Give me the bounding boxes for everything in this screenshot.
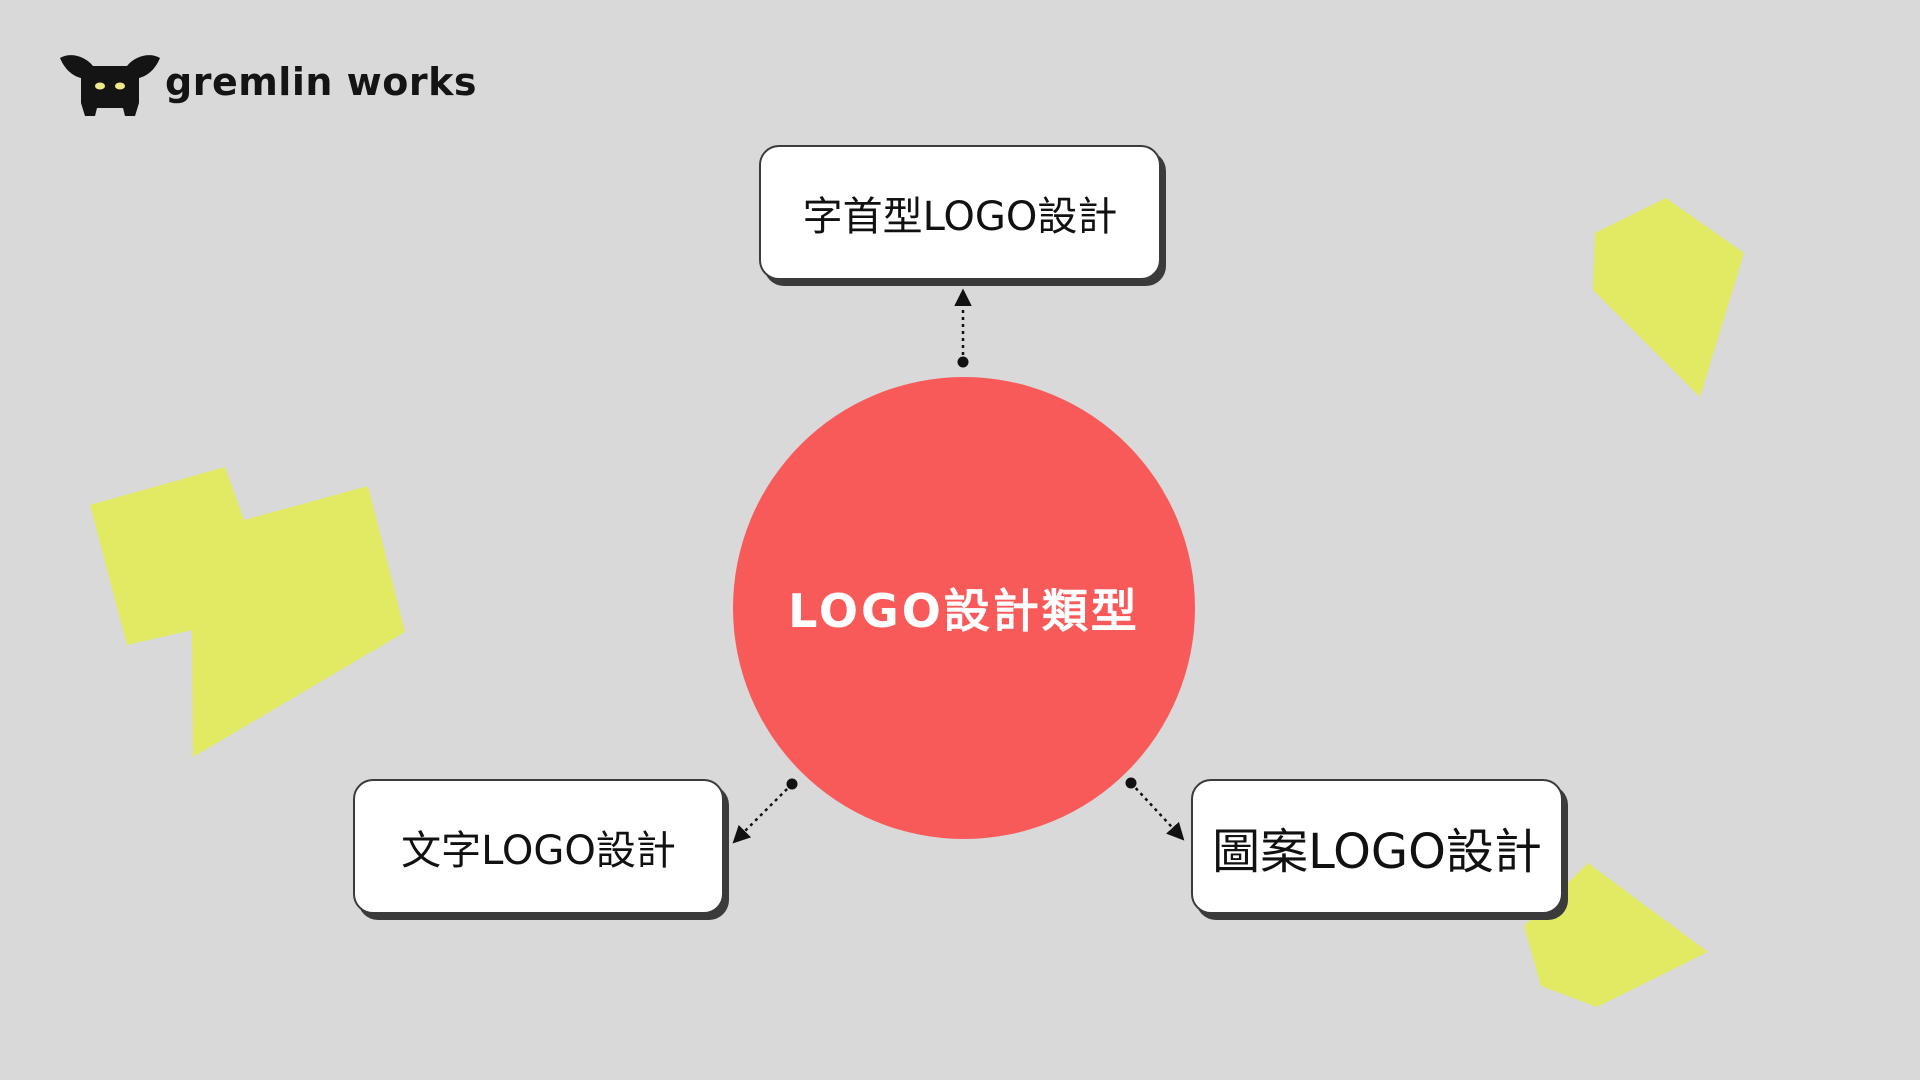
node-initial-logo: 字首型LOGO設計 bbox=[759, 145, 1161, 280]
decorative-shape-bottom-right bbox=[1524, 863, 1708, 1007]
gremlin-mascot-icon bbox=[60, 55, 160, 116]
node-text-logo: 文字LOGO設計 bbox=[353, 779, 724, 914]
center-label: LOGO設計類型 bbox=[788, 584, 1140, 638]
connector-right bbox=[1125, 777, 1185, 841]
connector-top bbox=[954, 288, 972, 368]
connector-left bbox=[732, 778, 798, 844]
node-text-logo-label: 文字LOGO設計 bbox=[401, 827, 676, 874]
center-circle: LOGO設計類型 bbox=[733, 377, 1195, 839]
node-initial-logo-label: 字首型LOGO設計 bbox=[802, 193, 1118, 240]
node-pattern-logo-label: 圖案LOGO設計 bbox=[1212, 823, 1542, 880]
brand-logo: gremlin works bbox=[55, 48, 476, 123]
decorative-shape-left bbox=[90, 467, 405, 757]
node-pattern-logo: 圖案LOGO設計 bbox=[1191, 779, 1563, 914]
brand-name: gremlin works bbox=[165, 60, 477, 104]
decorative-shape-top-right bbox=[1593, 198, 1744, 397]
